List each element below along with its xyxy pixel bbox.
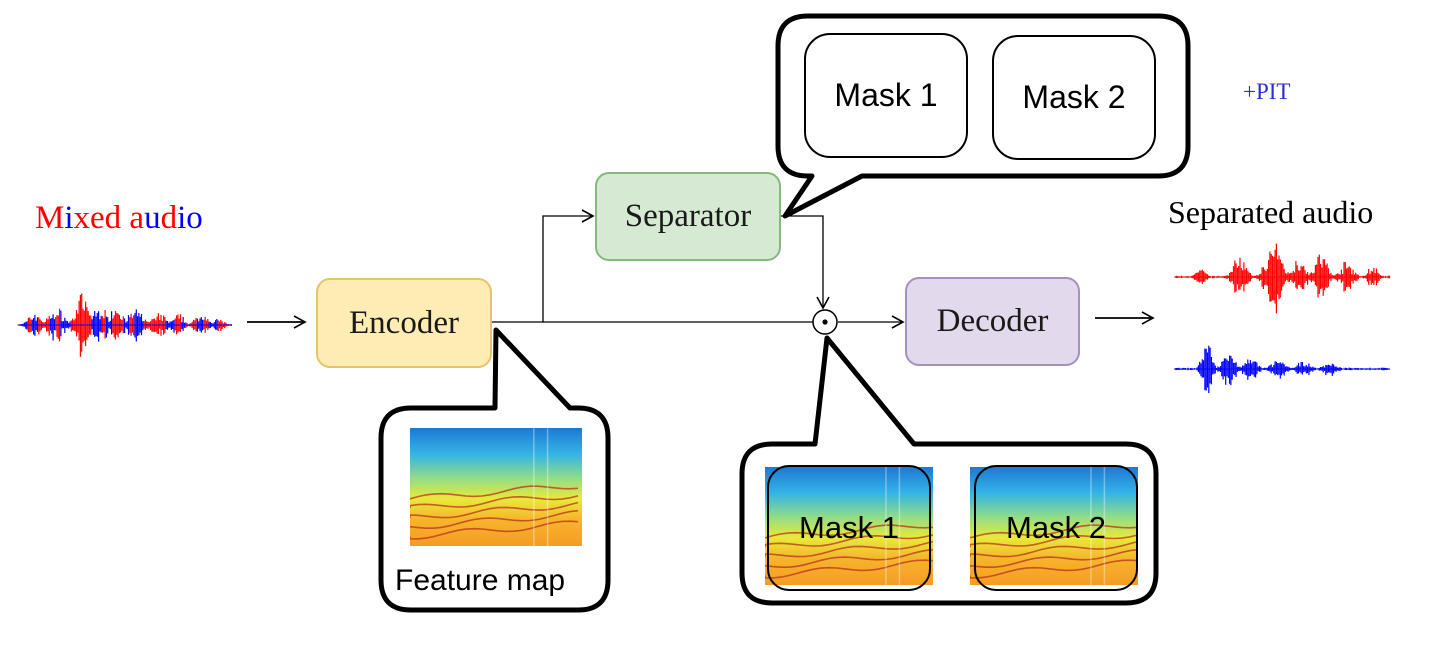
- spectrogram-image: [410, 428, 582, 546]
- spectrogram-harmonic: [765, 548, 933, 568]
- mixed-audio-label: Mixed audio: [35, 202, 203, 235]
- line-encoder-to-separator: [492, 209, 595, 323]
- mixed-audio-waveform: [17, 293, 232, 357]
- separated-audio-waveform-speaker-1: [1174, 243, 1391, 314]
- spectrogram-image: [970, 467, 1138, 585]
- encoder-block: Encoder: [316, 278, 492, 368]
- mixed-audio-label-part: M: [35, 200, 65, 236]
- mask-2-spectrogram-label: Mask 2: [1006, 510, 1106, 545]
- mixed-audio-label-part: u: [144, 200, 161, 236]
- spectrogram-harmonic: [765, 534, 933, 548]
- separated-audio-waveform-speaker-2: [1174, 345, 1391, 394]
- spectrogram-harmonic: [970, 548, 1138, 568]
- separator-mask-2-box: Mask 2: [992, 35, 1156, 160]
- spectrogram-harmonic: [410, 501, 579, 519]
- mask-1-spectrogram-label: Mask 1: [799, 510, 899, 545]
- spectrogram-harmonic: [765, 540, 933, 558]
- arrow-separator-to-multiply: [781, 215, 830, 310]
- separator-mask-2-label: Mask 2: [1022, 79, 1126, 115]
- separator-mask-1-box: Mask 1: [804, 33, 968, 158]
- decoder-label: Decoder: [936, 303, 1049, 339]
- spectrogram-harmonic: [410, 520, 579, 540]
- spectrogram-harmonic: [410, 495, 579, 509]
- mask-1-frame: Mask 1: [767, 465, 931, 591]
- encoder-label: Encoder: [349, 304, 459, 341]
- spectrogram-harmonic: [970, 540, 1138, 558]
- spectrogram-harmonic: [410, 509, 579, 529]
- mixed-audio-label-part: i: [64, 200, 74, 236]
- mixed-audio-label-part: d: [160, 200, 178, 236]
- mixed-audio-label-part: a: [129, 200, 145, 236]
- multiply-dot: [822, 319, 828, 325]
- spectrogram-image: [765, 467, 933, 585]
- separator-block: Separator: [595, 172, 781, 261]
- pit-label: +PIT: [1243, 79, 1291, 104]
- separator-mask-1-label: Mask 1: [834, 77, 938, 113]
- feature-map-spectrogram: [410, 428, 582, 546]
- separated-audio-label: Separated audio: [1168, 194, 1374, 230]
- mask-1-spectrogram: [765, 467, 933, 585]
- feature-map-label: Feature map: [395, 564, 566, 597]
- spectrogram-harmonic: [765, 524, 933, 539]
- spectrogram-harmonic: [970, 534, 1138, 548]
- mask-2-spectrogram: [970, 467, 1138, 585]
- decoder-block: Decoder: [905, 277, 1080, 366]
- mixed-audio-label-part: io: [177, 200, 203, 236]
- spectrogram-harmonic: [410, 485, 579, 500]
- separator-label: Separator: [624, 198, 752, 234]
- spectrogram-harmonic: [970, 524, 1138, 539]
- mask-2-frame: Mask 2: [974, 465, 1138, 591]
- mixed-audio-label-part: xed: [73, 200, 122, 236]
